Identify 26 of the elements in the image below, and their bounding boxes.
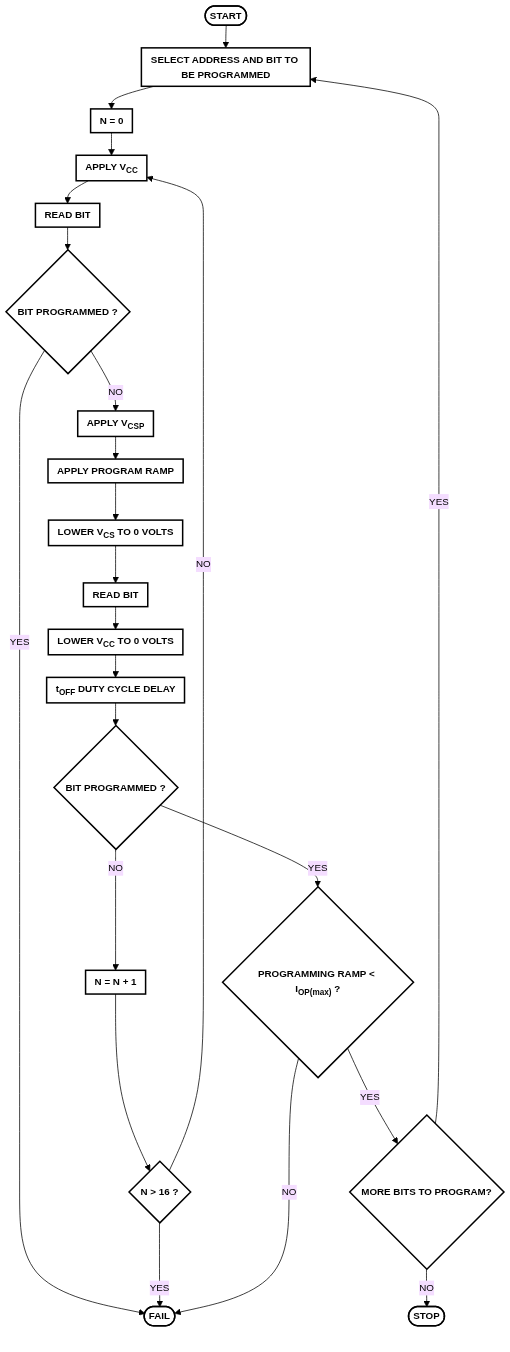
node-box: APPLY V$_{CC}$ xyxy=(75,154,148,182)
node-diamond: PROGRAMMING RAMP < I$_{OP(max)}$ ? xyxy=(221,885,415,1079)
node-box: APPLY PROGRAM RAMP xyxy=(47,458,184,484)
edge-label: NO xyxy=(196,558,211,570)
edge-label: NO xyxy=(419,1281,434,1294)
node-box: READ BIT xyxy=(82,582,149,608)
node-box: SELECT ADDRESS AND BIT TO BE PROGRAMMED xyxy=(140,47,311,88)
node-box: READ BIT xyxy=(34,202,101,228)
node-box: t$_{OFF}$ DUTY CYCLE DELAY xyxy=(45,676,186,704)
node-diamond: MORE BITS TO PROGRAM? xyxy=(348,1113,506,1271)
edge-label: YES xyxy=(307,862,328,874)
node-box: LOWER V$_{CC}$ TO 0 VOLTS xyxy=(47,628,184,656)
node-diamond: BIT PROGRAMMED ? xyxy=(52,724,179,851)
node-box: APPLY V$_{CSP}$ xyxy=(76,410,155,438)
node-diamond: BIT PROGRAMMED ? xyxy=(4,248,131,375)
edge-label: NO xyxy=(281,1186,297,1198)
edge-label: YES xyxy=(149,1281,170,1294)
node-box: N = 0 xyxy=(89,108,134,134)
node-box: N = N + 1 xyxy=(84,969,147,995)
edge-label: YES xyxy=(360,1091,380,1103)
edge-label: YES xyxy=(429,495,449,507)
edge-label: YES xyxy=(9,636,30,648)
edge-label: NO xyxy=(108,862,123,874)
node-diamond: N > 16 ? xyxy=(128,1160,192,1224)
edge-label: NO xyxy=(108,386,123,398)
node-box: LOWER V$_{CS}$ TO 0 VOLTS xyxy=(47,519,184,547)
